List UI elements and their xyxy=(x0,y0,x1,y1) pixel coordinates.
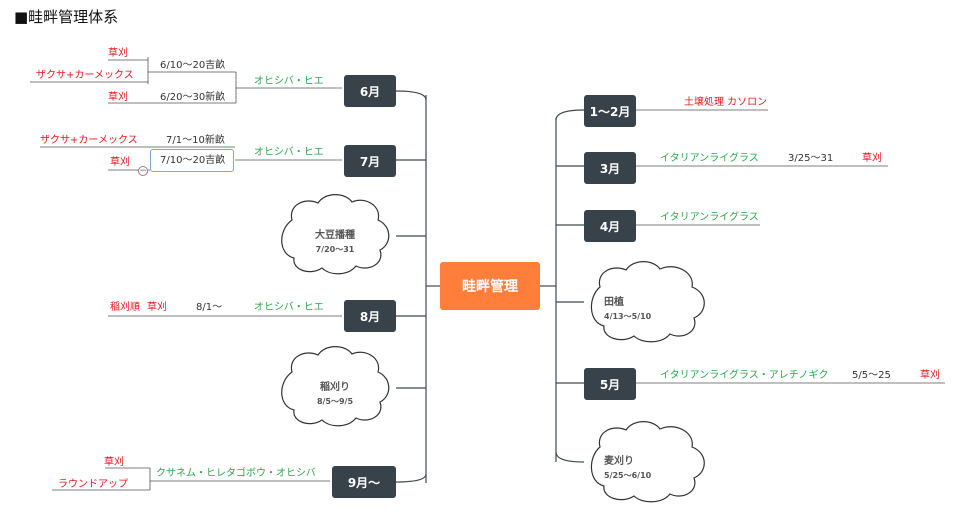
june-herbicide[interactable]: ザクサ+カーメックス xyxy=(36,70,134,81)
july-date-2[interactable]: 7/10〜20吉畝 xyxy=(160,155,226,166)
cloud-wheat-text[interactable]: 麦刈り 5/25〜6/10 xyxy=(604,452,684,481)
april-branch-weeds[interactable]: イタリアンライグラス xyxy=(660,212,759,223)
node-march[interactable]: 3月 xyxy=(584,152,636,184)
march-branch-weeds[interactable]: イタリアンライグラス xyxy=(660,153,759,164)
june-date-1[interactable]: 6/10〜20吉畝 xyxy=(160,60,226,71)
planting-dates: 4/13〜5/10 xyxy=(604,312,652,321)
march-mowing[interactable]: 草刈 xyxy=(862,153,882,164)
cloud-soybean xyxy=(281,194,390,275)
july-herbicide[interactable]: ザクサ+カーメックス xyxy=(40,135,138,146)
august-branch-weeds[interactable]: オヒシバ・ヒエ xyxy=(254,302,324,313)
jan-feb-soil-treatment[interactable]: 土壌処理 カソロン xyxy=(684,97,768,108)
september-roundup[interactable]: ラウンドアップ xyxy=(58,479,128,490)
july-date-1[interactable]: 7/1〜10新畝 xyxy=(166,135,225,146)
june-mowing[interactable]: 草刈 xyxy=(108,92,128,103)
rice-harvest-title: 稲刈り xyxy=(320,382,350,393)
wheat-harvest-title: 麦刈り xyxy=(604,456,634,467)
rice-harvest-dates: 8/5〜9/5 xyxy=(316,397,354,406)
june-branch-weeds[interactable]: オヒシバ・ヒエ xyxy=(254,76,324,87)
planting-title: 田植 xyxy=(604,297,624,308)
selected-node-outline xyxy=(150,149,234,172)
node-august[interactable]: 8月 xyxy=(344,300,396,332)
may-date[interactable]: 5/5〜25 xyxy=(852,370,891,381)
collapse-icon[interactable]: − xyxy=(138,166,148,176)
node-april[interactable]: 4月 xyxy=(584,210,636,242)
august-mowing[interactable]: 草刈 xyxy=(147,302,167,313)
soybean-title: 大豆播種 xyxy=(315,230,355,241)
node-september[interactable]: 9月〜 xyxy=(332,466,396,498)
center-node[interactable]: 畦畔管理 xyxy=(440,262,540,310)
cloud-soybean-text[interactable]: 大豆播種 7/20〜31 xyxy=(300,226,370,255)
july-mowing[interactable]: 草刈 xyxy=(110,157,130,168)
june-sub-mowing[interactable]: 草刈 xyxy=(108,48,128,59)
july-branch-weeds[interactable]: オヒシバ・ヒエ xyxy=(254,147,324,158)
soybean-dates: 7/20〜31 xyxy=(315,245,355,254)
september-mowing[interactable]: 草刈 xyxy=(104,457,124,468)
march-date[interactable]: 3/25〜31 xyxy=(788,153,834,164)
node-may[interactable]: 5月 xyxy=(584,368,636,400)
august-harvest-order[interactable]: 稲刈順 xyxy=(110,302,140,313)
cloud-rice-text[interactable]: 稲刈り 8/5〜9/5 xyxy=(300,378,370,407)
may-mowing[interactable]: 草刈 xyxy=(920,370,940,381)
cloud-planting xyxy=(590,261,705,343)
node-july[interactable]: 7月 xyxy=(344,145,396,177)
wheat-harvest-dates: 5/25〜6/10 xyxy=(604,471,652,480)
september-branch-weeds[interactable]: クサネム・ヒレタゴボウ・オヒシバ xyxy=(156,468,316,479)
page-title: ■畦畔管理体系 xyxy=(14,8,119,26)
may-branch-weeds[interactable]: イタリアンライグラス・アレチノギク xyxy=(660,370,829,381)
cloud-planting-text[interactable]: 田植 4/13〜5/10 xyxy=(604,293,684,322)
august-date[interactable]: 8/1〜 xyxy=(196,302,223,313)
june-date-2[interactable]: 6/20〜30新畝 xyxy=(160,92,226,103)
node-jan-feb[interactable]: 1〜2月 xyxy=(584,95,636,127)
cloud-wheat-harvest xyxy=(590,421,705,503)
node-june[interactable]: 6月 xyxy=(344,75,396,107)
cloud-rice-harvest xyxy=(281,346,390,427)
